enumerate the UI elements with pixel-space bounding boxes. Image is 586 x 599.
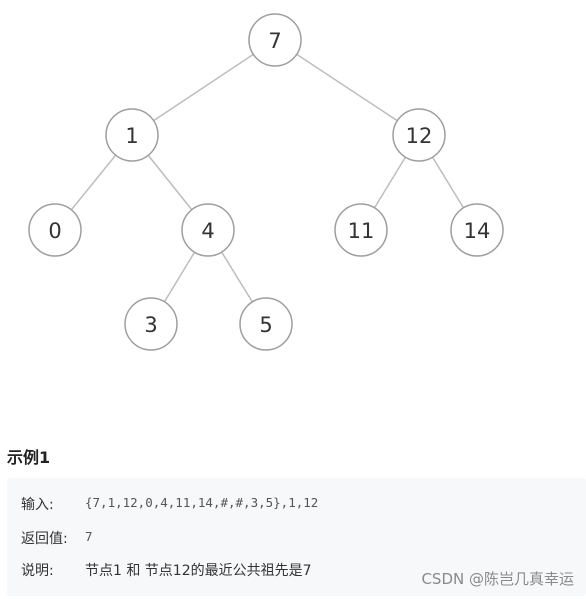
tree-node-circle — [28, 203, 82, 257]
tree-node-circle — [239, 297, 293, 351]
tree-node-14: 14 — [450, 203, 504, 257]
explain-label: 说明: — [21, 563, 54, 579]
example-title: 示例1 — [7, 448, 51, 467]
explain-text: 节点1 和 节点12的最近公共祖先是7 — [85, 563, 312, 579]
input-row: 输入: {7,1,12,0,4,11,14,#,#,3,5},1,12 — [21, 494, 318, 514]
tree-node-circle — [181, 203, 235, 257]
tree-edges — [54, 39, 478, 325]
tree-node-circle — [334, 203, 388, 257]
tree-node-circle — [450, 203, 504, 257]
input-value: {7,1,12,0,4,11,14,#,#,3,5},1,12 — [85, 495, 319, 510]
tree-node-5: 5 — [239, 297, 293, 351]
tree-node-3: 3 — [124, 297, 178, 351]
tree-node-1: 1 — [105, 108, 159, 162]
binary-tree-diagram: 7 1 12 0 4 11 14 3 5 — [28, 13, 504, 351]
tree-node-circle — [392, 108, 446, 162]
tree-node-0: 0 — [28, 203, 82, 257]
tree-node-7: 7 — [248, 13, 302, 67]
tree-nodes: 7 1 12 0 4 11 14 3 5 — [28, 13, 504, 351]
tree-edge-n7-n12 — [274, 39, 420, 136]
return-value: 7 — [85, 529, 93, 544]
tree-node-circle — [105, 108, 159, 162]
tree-node-label: 0 — [48, 219, 61, 243]
tree-node-label: 11 — [348, 219, 375, 243]
tree-node-label: 5 — [259, 313, 272, 337]
tree-node-circle — [124, 297, 178, 351]
tree-node-11: 11 — [334, 203, 388, 257]
tree-node-label: 14 — [464, 219, 491, 243]
tree-node-label: 3 — [144, 313, 157, 337]
tree-node-12: 12 — [392, 108, 446, 162]
return-row: 返回值: 7 — [21, 528, 93, 548]
tree-node-label: 12 — [406, 124, 433, 148]
example-box: 输入: {7,1,12,0,4,11,14,#,#,3,5},1,12 返回值:… — [7, 478, 586, 596]
return-label: 返回值: — [21, 531, 68, 547]
tree-node-circle — [248, 13, 302, 67]
explain-row: 说明: 节点1 和 节点12的最近公共祖先是7 — [21, 560, 312, 580]
tree-node-label: 4 — [201, 219, 214, 243]
tree-edge-n7-n1 — [131, 39, 276, 136]
tree-node-4: 4 — [181, 203, 235, 257]
watermark: CSDN @陈岂几真幸运 — [421, 570, 574, 588]
input-label: 输入: — [21, 497, 54, 513]
tree-node-label: 7 — [268, 29, 281, 53]
tree-node-label: 1 — [125, 124, 138, 148]
